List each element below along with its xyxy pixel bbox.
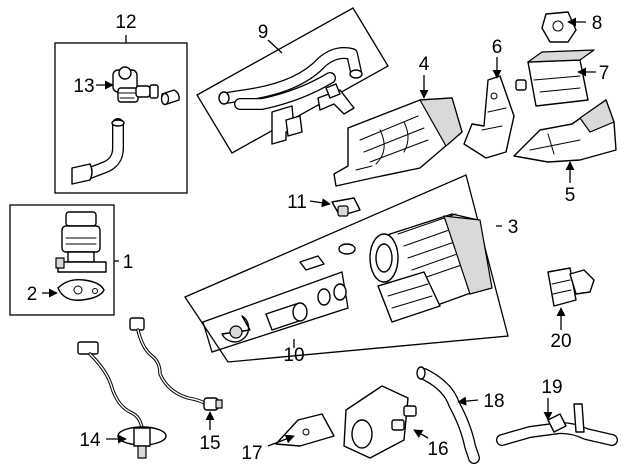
callout-3: 3: [508, 217, 519, 238]
callout-4: 4: [419, 54, 430, 75]
callout-12: 12: [115, 12, 136, 33]
callouts: 12 13 1 2 9 4 6 7 8 5 11 3 10 20 14 15 1…: [27, 12, 610, 464]
callout-7: 7: [599, 63, 610, 84]
part-16-purge-valve[interactable]: [343, 385, 417, 459]
part-9-bracket-b[interactable]: [317, 83, 355, 115]
part-5-heat-shield[interactable]: [513, 99, 617, 163]
part-8-clip[interactable]: [541, 11, 577, 43]
group-box-10: [202, 271, 349, 353]
callout-9: 9: [258, 22, 269, 43]
part-2-gasket[interactable]: [57, 278, 105, 301]
part-15-o2-sensor[interactable]: [129, 317, 223, 411]
callout-6: 6: [492, 37, 503, 58]
callout-20: 20: [550, 331, 571, 352]
part-17-bracket[interactable]: [275, 413, 335, 447]
callout-8: 8: [592, 13, 603, 34]
part-13-valve[interactable]: [112, 66, 159, 103]
part-4-engine-cover[interactable]: [333, 97, 463, 187]
callout-17: 17: [241, 443, 262, 464]
part-7-canister[interactable]: [515, 49, 595, 107]
part-19-pipe[interactable]: [496, 403, 618, 446]
callout-10: 10: [283, 345, 304, 366]
callout-13: 13: [73, 76, 94, 97]
part-1-egr-valve[interactable]: [55, 211, 107, 273]
callout-11: 11: [287, 192, 307, 213]
callout-16: 16: [427, 439, 448, 460]
part-9-hose-assembly[interactable]: [218, 47, 363, 110]
part-12-pipe[interactable]: [71, 118, 125, 185]
callout-15: 15: [199, 433, 220, 454]
group-box-1: [9, 204, 115, 316]
leader-lines: [42, 17, 596, 447]
callout-1: 1: [123, 252, 134, 273]
part-18-hose[interactable]: [416, 366, 480, 464]
part-3-supercharger[interactable]: [299, 213, 493, 323]
group-box-9: [196, 7, 389, 154]
part-14-o2-sensor[interactable]: [77, 341, 167, 459]
callout-5: 5: [565, 185, 576, 206]
callout-14: 14: [79, 430, 101, 451]
part-11-sensor[interactable]: [331, 197, 361, 217]
group-box-12: [54, 42, 188, 194]
callout-19: 19: [541, 377, 562, 398]
callout-2: 2: [27, 284, 38, 305]
part-10-valve-set[interactable]: [221, 283, 347, 343]
group-box-3: [184, 174, 509, 363]
part-6-bracket[interactable]: [463, 75, 515, 159]
part-9-bracket-a[interactable]: [271, 105, 303, 145]
part-12-cap[interactable]: [160, 89, 180, 106]
part-20-connector[interactable]: [547, 267, 595, 307]
callout-18: 18: [483, 391, 504, 412]
